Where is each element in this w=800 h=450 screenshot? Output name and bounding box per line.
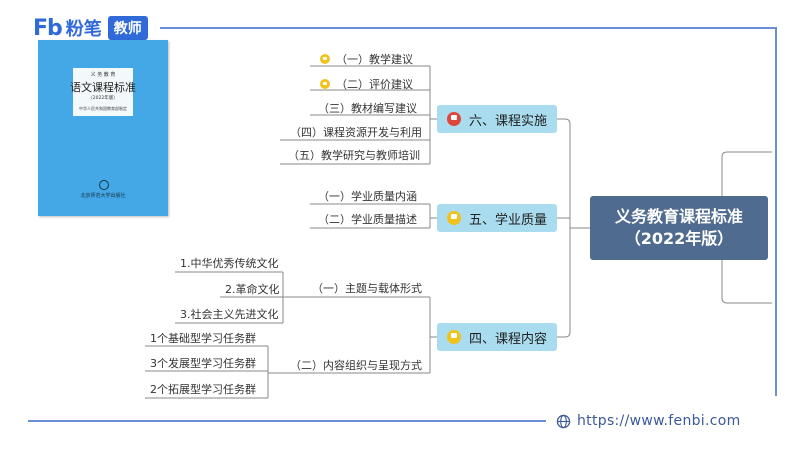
leaf-socialist-culture: 3.社会主义先进文化 [180,308,279,321]
leaf-revolutionary-culture: 2.革命文化 [225,283,280,296]
book-cover-image: 义 务 教 育 语文课程标准 （2022年版） 中华人民共和国教育部制定 北京师… [38,40,168,216]
branch-course-content: 四、课程内容 [437,323,557,351]
central-topic-edition: （2022年版） [624,229,734,248]
connector-to-implementation [557,118,571,228]
brand-tag: 教师 [107,16,148,40]
publisher-emblem-icon [99,180,109,190]
book-title-label: 义 务 教 育 语文课程标准 （2022年版） 中华人民共和国教育部制定 [70,68,136,116]
note-icon [320,79,330,89]
central-topic: 义务教育课程标准 （2022年版） [590,196,768,260]
connector-to-quality [557,217,571,228]
node-teacher-training: （五）教学研究与教师培训 [288,149,420,162]
connector-center-right-down [721,228,772,304]
book-publisher: 北京师范大学出版社 [80,193,126,199]
connector-center-right-up [721,151,772,229]
brand-logo-mark: Fb [33,15,63,41]
node-content-organization: （二）内容组织与呈现方式 [290,359,422,372]
leaf-development-task-groups: 3个发展型学习任务群 [150,357,256,370]
brand-name: 粉笔 [65,19,102,40]
node-quality-connotation: （一）学业质量内涵 [318,190,417,203]
frame-top-right [160,27,777,396]
website-url: https://www.fenbi.com [577,413,741,429]
flag-icon [446,112,461,126]
branch-academic-quality: 五、学业质量 [437,204,557,232]
fenbi-logo: Fb 粉笔 教师 [33,14,148,42]
node-evaluation-advice: （二）评价建议 [320,78,413,92]
connector-to-content [557,228,571,338]
central-topic-title: 义务教育课程标准 [614,207,743,226]
book-edition: （2022年版） [88,96,118,101]
flag-icon [446,211,461,225]
branch-course-implementation: 六、课程实施 [437,105,557,133]
node-theme-carrier: （一）主题与载体形式 [312,282,422,295]
note-icon [320,54,330,64]
globe-icon [556,414,571,428]
node-quality-description: （二）学业质量描述 [318,213,417,226]
flag-icon [446,330,461,344]
node-textbook-advice: （三）教材编写建议 [318,102,417,115]
book-issuer: 中华人民共和国教育部制定 [79,106,127,111]
node-resource-development: （四）课程资源开发与利用 [290,126,422,139]
book-title: 语文课程标准 [70,81,136,94]
leaf-traditional-culture: 1.中华优秀传统文化 [180,257,279,270]
footer-website: https://www.fenbi.com [556,411,741,431]
leaf-basic-task-groups: 1个基础型学习任务群 [150,332,256,345]
leaf-extension-task-groups: 2个拓展型学习任务群 [150,383,256,396]
node-teaching-advice: （一）教学建议 [320,53,413,67]
book-series: 义 务 教 育 [90,72,116,78]
